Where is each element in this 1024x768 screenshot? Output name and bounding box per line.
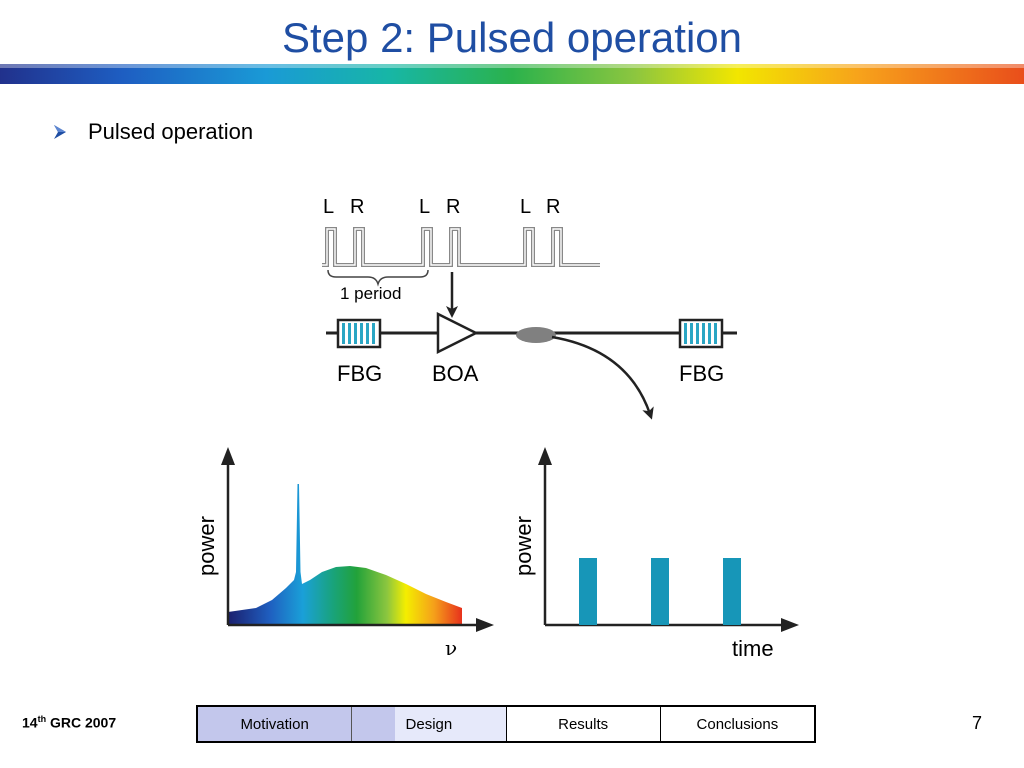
spectrum-x-label: ν xyxy=(445,636,457,660)
conference-number: 14 xyxy=(22,714,38,731)
spectrum-plot xyxy=(221,447,494,632)
pulse-label-r-1: R xyxy=(350,196,364,218)
conference-ordinal: th xyxy=(37,714,47,724)
time-plot xyxy=(538,447,799,632)
output-arrow xyxy=(551,335,654,420)
pulse-train xyxy=(322,227,600,267)
boa-label: BOA xyxy=(432,361,479,386)
time-y-label: power xyxy=(511,516,536,576)
nav-conclusions[interactable]: Conclusions xyxy=(696,715,779,733)
boa-amplifier xyxy=(436,311,479,355)
fbg-right xyxy=(678,318,724,349)
bullet-item: Pulsed operation xyxy=(52,118,253,146)
page-number: 7 xyxy=(972,713,983,733)
bullet-text: Pulsed operation xyxy=(88,119,254,144)
spectrum-curve xyxy=(228,484,462,625)
nav-motivation[interactable]: Motivation xyxy=(198,707,353,741)
arrow-bullet-icon xyxy=(54,125,66,139)
output-coupler xyxy=(516,327,556,343)
pulse-label-r-2: R xyxy=(446,196,460,218)
section-navigation: Motivation Design Results Conclusions xyxy=(196,705,816,743)
output-pulse-3 xyxy=(723,558,741,625)
period-label: 1 period xyxy=(340,284,401,303)
fbg-left xyxy=(336,318,382,349)
time-x-label: time xyxy=(732,636,774,661)
output-pulse-2 xyxy=(651,558,669,625)
output-pulse-1 xyxy=(579,558,597,625)
pulsed-operation-diagram: L R L R L R 1 period xyxy=(194,196,799,661)
nav-design[interactable]: Design xyxy=(352,707,507,741)
conference-name: GRC 2007 xyxy=(46,714,117,731)
fbg-left-label: FBG xyxy=(337,361,382,386)
title-rainbow-bar xyxy=(0,64,1024,84)
nav-results[interactable]: Results xyxy=(507,707,661,741)
conference-label: 14th GRC 2007 xyxy=(22,714,116,731)
pulse-label-r-3: R xyxy=(546,196,560,218)
pulse-label-l-2: L xyxy=(419,196,430,218)
fbg-right-label: FBG xyxy=(679,361,724,386)
period-brace xyxy=(327,269,429,287)
slide-title: Step 2: Pulsed operation xyxy=(282,14,742,61)
spectrum-y-label: power xyxy=(194,516,219,576)
pulse-label-l-1: L xyxy=(323,196,334,218)
pulse-label-l-3: L xyxy=(520,196,531,218)
